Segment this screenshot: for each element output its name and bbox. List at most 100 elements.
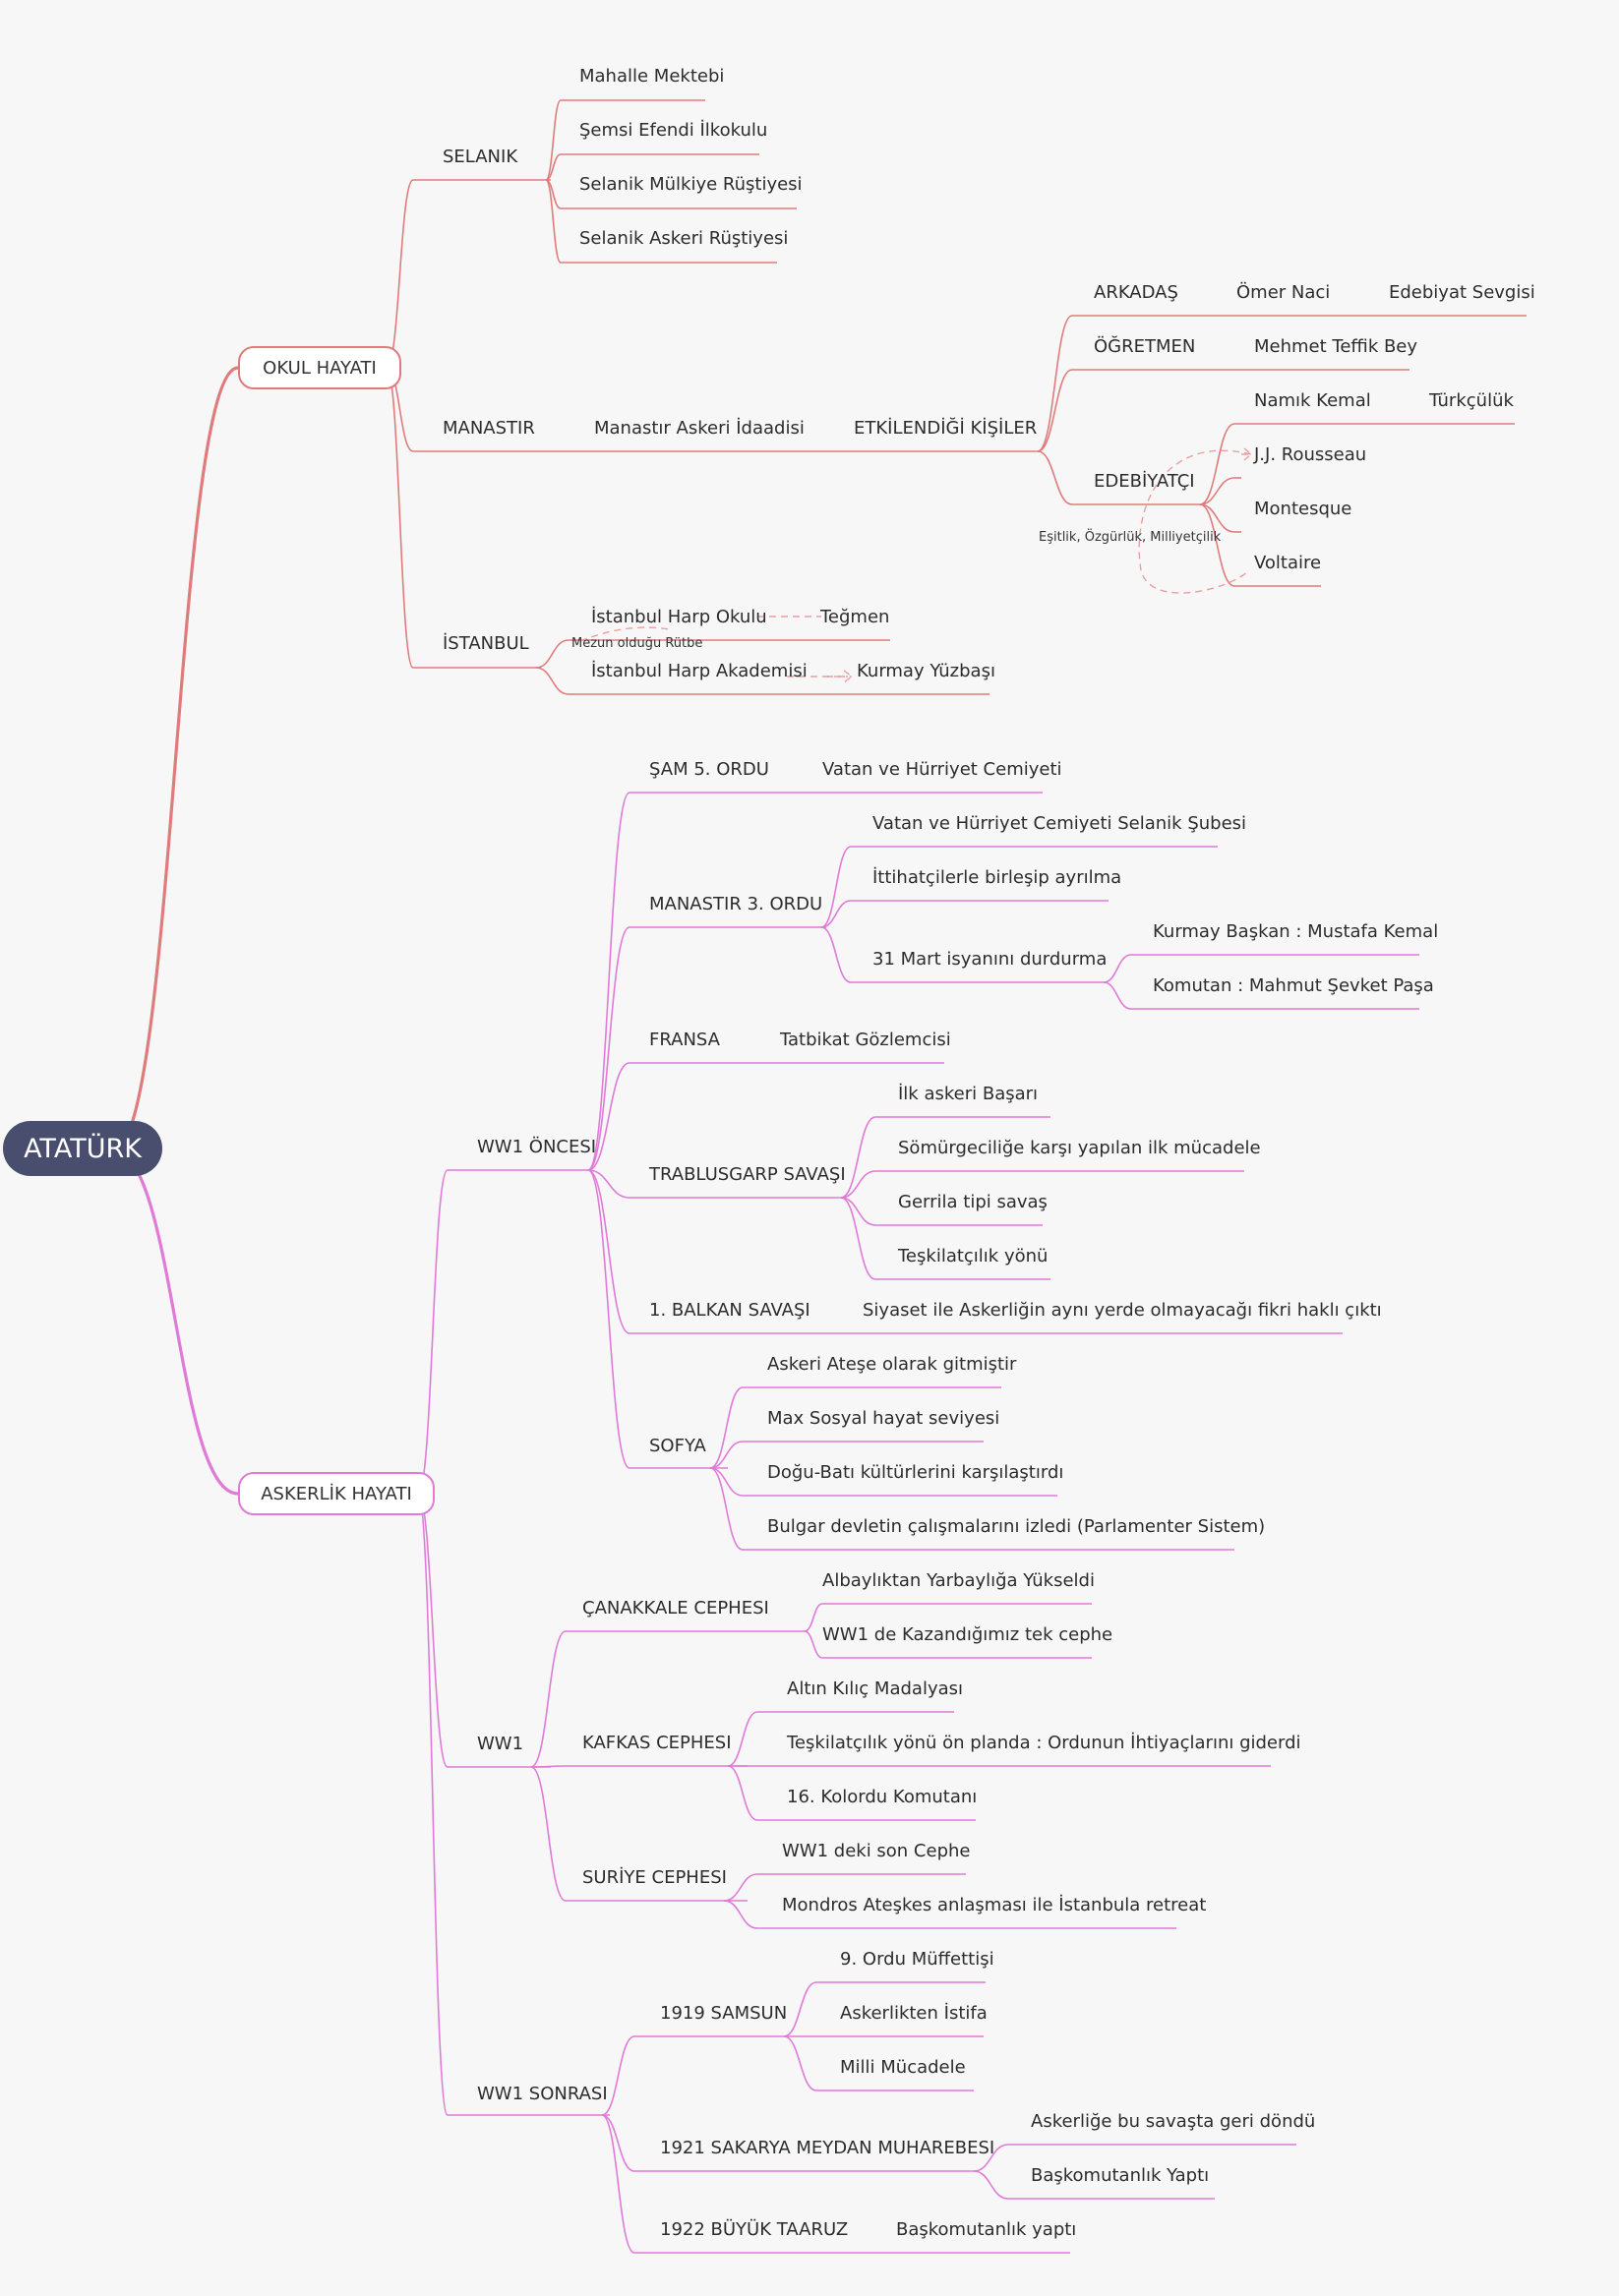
esitlik-note: Eşitlik, Özgürlük, Milliyetçilik <box>1039 530 1222 545</box>
ogretmen-node[interactable]: ÖĞRETMEN <box>1094 336 1196 357</box>
connector-curve <box>840 1170 876 1199</box>
sofya-item[interactable]: Doğu-Batı kültürlerini karşılaştırdı <box>767 1462 1064 1483</box>
askerlik-to-ww1-sonrasi-connector <box>417 1493 449 2116</box>
fransa-node[interactable]: FRANSA <box>649 1030 720 1050</box>
canakkale-item[interactable]: WW1 de Kazandığımız tek cephe <box>822 1624 1113 1645</box>
connector-curve <box>587 792 630 1171</box>
selanik-node[interactable]: SELANIK <box>443 147 518 167</box>
suriye-node[interactable]: SURİYE CEPHESI <box>582 1867 727 1888</box>
kafkas-item[interactable]: Teşkilatçılık yönü ön planda : Ordunun İ… <box>787 1733 1301 1753</box>
harp-okulu-node[interactable]: İstanbul Harp Okulu <box>591 607 767 627</box>
selanik-item[interactable]: Selanik Askeri Rüştiyesi <box>579 228 789 249</box>
connector-curve <box>545 179 562 264</box>
trablusgarp-node[interactable]: TRABLUSGARP SAVAŞI <box>649 1164 846 1185</box>
connector-curve <box>601 2114 635 2254</box>
selanik-item[interactable]: Şemsi Efendi İlkokulu <box>579 120 768 141</box>
connector-curve <box>709 1386 744 1469</box>
sakarya-item[interactable]: Başkomutanlık Yaptı <box>1031 2165 1210 2186</box>
connector-curve <box>530 1765 567 1768</box>
trablus-item[interactable]: Gerrila tipi savaş <box>898 1192 1048 1212</box>
sofya-item[interactable]: Bulgar devletin çalışmalarını izledi (Pa… <box>767 1516 1266 1537</box>
manastir-node[interactable]: MANASTIR <box>443 418 535 439</box>
okul-hayati-label: OKUL HAYATI <box>263 357 377 379</box>
trablus-item[interactable]: Teşkilatçılık yönü <box>898 1246 1049 1266</box>
kurmay-baskan-node[interactable]: Kurmay Başkan : Mustafa Kemal <box>1153 921 1439 942</box>
manastir3-node[interactable]: MANASTIR 3. ORDU <box>649 894 823 914</box>
mezun-note: Mezun olduğu Rütbe <box>571 636 703 651</box>
ww1-oncesi-node[interactable]: WW1 ÖNCESI <box>477 1137 597 1157</box>
komutan-node[interactable]: Komutan : Mahmut Şevket Paşa <box>1153 975 1434 996</box>
harp-akademisi-node[interactable]: İstanbul Harp Akademisi <box>591 661 808 681</box>
root-to-askerlik-connector <box>112 1148 239 1496</box>
sam-node[interactable]: ŞAM 5. ORDU <box>649 759 769 780</box>
etkilendigi-to-ogretmen-connector <box>1037 369 1073 452</box>
selanik-item[interactable]: Selanik Mülkiye Rüştiyesi <box>579 174 803 195</box>
omer-naci-node[interactable]: Ömer Naci <box>1236 282 1331 303</box>
connector-curve <box>1199 503 1235 587</box>
trablus-item[interactable]: İlk askeri Başarı <box>898 1084 1039 1104</box>
namik-kemal-node[interactable]: Namık Kemal <box>1254 390 1371 411</box>
samsun-node[interactable]: 1919 SAMSUN <box>660 2003 788 2024</box>
vatan-selanik-node[interactable]: Vatan ve Hürriyet Cemiyeti Selanik Şubes… <box>872 813 1247 834</box>
mehmet-teffik-node[interactable]: Mehmet Teffik Bey <box>1254 336 1418 357</box>
sofya-node[interactable]: SOFYA <box>649 1436 706 1456</box>
tegmen-node[interactable]: Teğmen <box>820 607 890 627</box>
vatan-node[interactable]: Vatan ve Hürriyet Cemiyeti <box>822 759 1062 780</box>
samsun-item[interactable]: 9. Ordu Müffettişi <box>840 1949 994 1970</box>
suriye-item[interactable]: WW1 deki son Cephe <box>782 1841 971 1861</box>
connector-curve <box>1199 477 1235 505</box>
root-node[interactable]: ATATÜRK <box>3 1121 162 1176</box>
sakarya-node[interactable]: 1921 SAKARYA MEYDAN MUHAREBESI <box>660 2138 995 2158</box>
connector-curve <box>709 1441 744 1469</box>
connector-curve <box>840 1116 876 1199</box>
selanik-item[interactable]: Mahalle Mektebi <box>579 66 725 87</box>
istanbul-node[interactable]: İSTANBUL <box>443 633 529 654</box>
okul-to-selanik-connector <box>386 179 414 369</box>
montesque-node[interactable]: Montesque <box>1254 499 1352 519</box>
akademi-arrowhead <box>826 670 854 683</box>
connector-curve <box>530 1766 567 1902</box>
sofya-item[interactable]: Max Sosyal hayat seviyesi <box>767 1408 1000 1429</box>
suriye-item[interactable]: Mondros Ateşkes anlaşması ile İstanbula … <box>782 1895 1207 1915</box>
manastir-idadi-node[interactable]: Manastır Askeri İdaadisi <box>594 418 805 439</box>
askerlik-hayati-label: ASKERLİK HAYATI <box>261 1483 412 1504</box>
mart31-node[interactable]: 31 Mart isyanını durdurma <box>872 949 1108 970</box>
rousseau-node[interactable]: J.J. Rousseau <box>1254 444 1367 465</box>
ww1-node[interactable]: WW1 <box>477 1734 524 1754</box>
ww1-sonrasi-node[interactable]: WW1 SONRASI <box>477 2084 608 2104</box>
taaruz-item[interactable]: Başkomutanlık yaptı <box>896 2219 1077 2240</box>
connector-curve <box>804 1630 823 1659</box>
turkculuk-node[interactable]: Türkçülük <box>1429 390 1514 411</box>
samsun-item[interactable]: Askerlikten İstifa <box>840 2003 988 2024</box>
etkilendigi-kisiler-node[interactable]: ETKİLENDİĞİ KİŞİLER <box>854 418 1038 439</box>
connector-curve <box>535 667 570 695</box>
voltaire-node[interactable]: Voltaire <box>1254 553 1322 573</box>
edebiyat-sevgisi-node[interactable]: Edebiyat Sevgisi <box>1389 282 1535 303</box>
canakkale-item[interactable]: Albaylıktan Yarbaylığa Yükseldi <box>822 1570 1095 1591</box>
askerlik-hayati-node[interactable]: ASKERLİK HAYATI <box>238 1472 435 1515</box>
ittihat-node[interactable]: İttihatçilerle birleşip ayrılma <box>872 867 1122 888</box>
siyaset-node[interactable]: Siyaset ile Askerliğin aynı yerde olmaya… <box>863 1300 1382 1321</box>
arkadas-node[interactable]: ARKADAŞ <box>1094 282 1178 303</box>
connector-curve <box>601 2114 635 2172</box>
connector-curve <box>727 1711 758 1767</box>
taaruz-node[interactable]: 1922 BÜYÜK TAARUZ <box>660 2219 849 2240</box>
kurmay-yuzbasi-node[interactable]: Kurmay Yüzbaşı <box>857 661 995 681</box>
sofya-item[interactable]: Askeri Ateşe olarak gitmiştir <box>767 1354 1017 1375</box>
canakkale-node[interactable]: ÇANAKKALE CEPHESI <box>582 1598 769 1619</box>
connector-curve <box>530 1630 567 1768</box>
edebiyatci-node[interactable]: EDEBİYATÇI <box>1094 471 1195 492</box>
connector-curve <box>587 1169 630 1199</box>
kafkas-node[interactable]: KAFKAS CEPHESI <box>582 1733 732 1753</box>
trablus-item[interactable]: Sömürgeciliğe karşı yapılan ilk mücadele <box>898 1138 1261 1158</box>
etkilendigi-to-arkadas-connector <box>1037 315 1073 452</box>
okul-hayati-node[interactable]: OKUL HAYATI <box>238 346 401 389</box>
tatbikat-node[interactable]: Tatbikat Gözlemcisi <box>780 1030 951 1050</box>
edebiyatci-to-rousseau-dash <box>1138 449 1252 594</box>
balkan-node[interactable]: 1. BALKAN SAVAŞI <box>649 1300 810 1321</box>
sakarya-item[interactable]: Askerliğe bu savaşta geri döndü <box>1031 2111 1316 2132</box>
connector-curve <box>545 99 562 181</box>
kafkas-item[interactable]: Altın Kılıç Madalyası <box>787 1678 964 1699</box>
kafkas-item[interactable]: 16. Kolordu Komutanı <box>787 1787 978 1807</box>
samsun-item[interactable]: Milli Mücadele <box>840 2057 966 2078</box>
